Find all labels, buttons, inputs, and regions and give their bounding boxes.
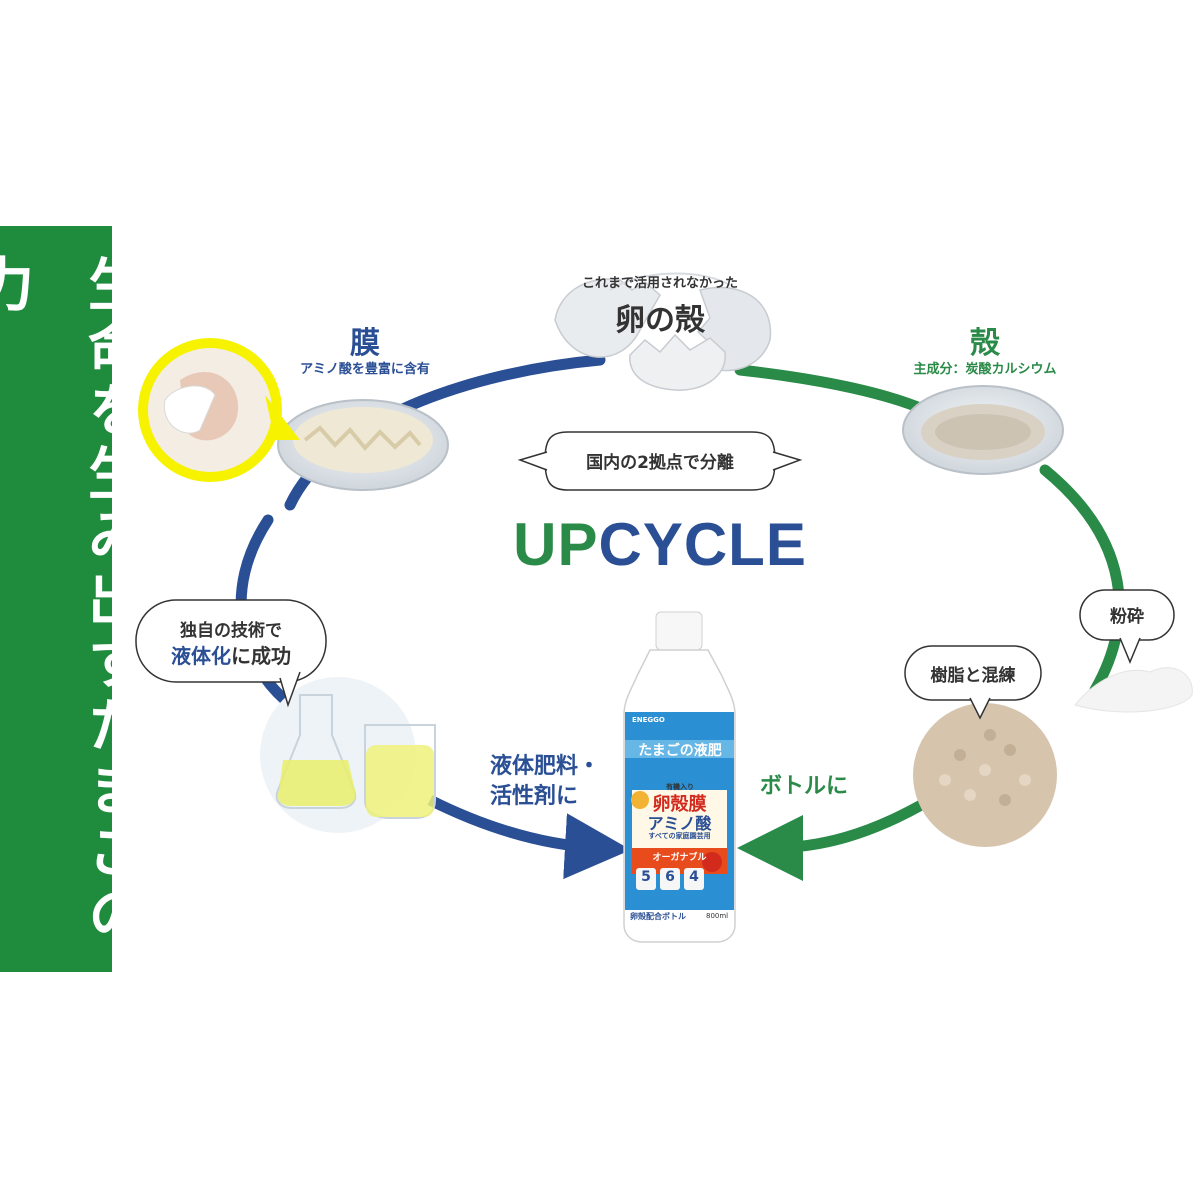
green-arc-top — [734, 364, 931, 416]
left-bubble-line1: 独自の技術で — [180, 621, 282, 641]
bottle-sub: 有機入り — [666, 783, 694, 791]
left-bubble-line2: 液体化に成功 — [140, 640, 322, 669]
membrane-dish-illustration — [277, 399, 449, 491]
bottle-organic: オーガナブル — [652, 853, 707, 863]
crush-bubble-text: 粉砕 — [1110, 607, 1144, 627]
center-bubble-shape — [517, 431, 803, 491]
upcycle-part-up: UP — [513, 511, 599, 578]
top-caption: これまで活用されなかった — [581, 276, 738, 291]
shell-title: 殻 — [970, 326, 1000, 361]
membrane-title: 膜 — [350, 326, 380, 361]
left-arrow-label-line1: 液体肥料・ — [490, 754, 601, 779]
mix-bubble-shape — [904, 645, 1042, 720]
sidebar-panel — [0, 226, 112, 972]
pellets-illustration — [913, 703, 1057, 847]
bottle-number-1: 5 — [641, 869, 651, 885]
right-arrow-label: ボトルに — [760, 774, 849, 799]
left-bubble-highlight: 液体化 — [171, 644, 231, 668]
bottle-bottom-label: 卵殻配合ボトル — [630, 912, 686, 921]
mix-bubble-text: 樹脂と混練 — [930, 666, 1016, 686]
shell-dish-illustration — [902, 385, 1064, 475]
bottle-number-3: 4 — [689, 869, 699, 885]
peeling-membrane-illustration — [138, 338, 300, 482]
left-bubble-rest: に成功 — [231, 644, 291, 668]
beakers-illustration — [260, 677, 436, 833]
center-bubble-text: 国内の2拠点で分離 — [586, 453, 734, 473]
green-arc-right — [1039, 464, 1125, 696]
bottle-name1: 卵殻膜 — [652, 794, 707, 815]
bottle-banner: たまごの液肥 — [638, 743, 722, 759]
left-arrow-label: 液体肥料・ 活性剤に — [490, 752, 600, 812]
bottle-illustration — [623, 611, 736, 943]
green-arrow-to-bottle — [737, 795, 933, 881]
membrane-caption: アミノ酸を豊富に含有 — [300, 362, 430, 377]
bottle-volume: 800ml — [706, 912, 729, 920]
left-arrow-label-line2: 活性剤に — [490, 784, 579, 809]
blue-arrow-to-bottle — [427, 795, 631, 880]
upcycle-title: UPCYCLE — [480, 510, 840, 579]
bottle-name2: アミノ酸 — [647, 814, 712, 833]
bottle-brand: ENEGGO — [632, 716, 665, 724]
crush-bubble-shape — [1079, 589, 1175, 664]
left-bubble-shape — [135, 599, 327, 708]
powder-illustration — [1074, 667, 1193, 713]
top-title: 卵の殻 — [615, 303, 705, 338]
bottle-number-2: 6 — [665, 869, 675, 885]
upcycle-part-cycle: CYCLE — [598, 511, 807, 578]
shell-caption: 主成分：炭酸カルシウム — [913, 362, 1057, 377]
egg-shells-illustration — [554, 272, 772, 391]
bottle-use: すべての家庭園芸用 — [648, 832, 711, 840]
